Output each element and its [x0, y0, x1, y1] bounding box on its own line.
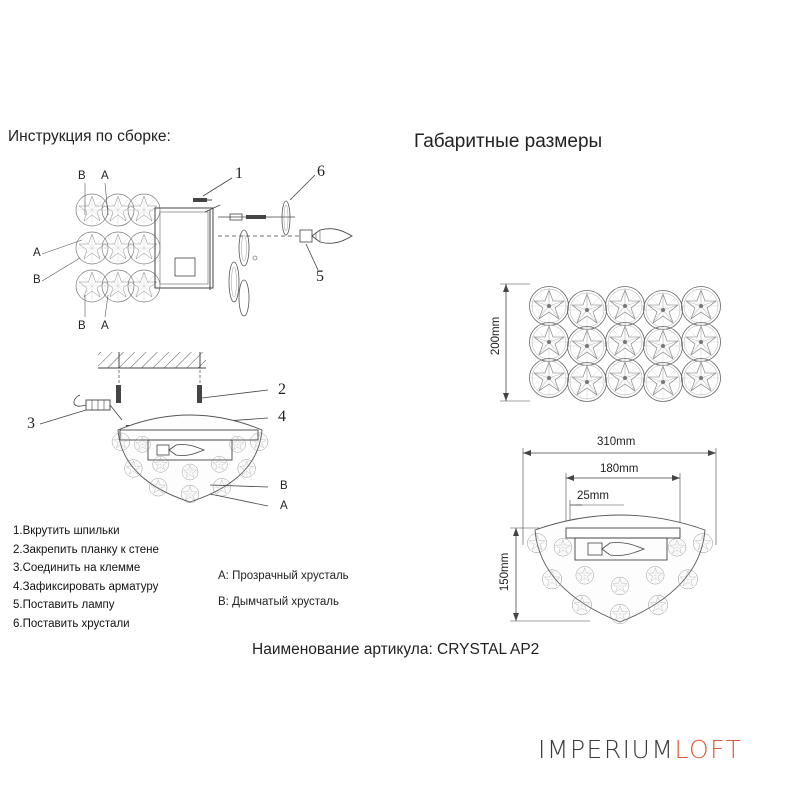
legend-key: A:: [218, 570, 229, 582]
dimension-height-front: 200mm: [490, 316, 503, 356]
crystal-ornament: [681, 322, 721, 362]
crystal-ornament: [611, 577, 629, 595]
side-view: [510, 448, 717, 624]
callout-6: 6: [317, 163, 325, 180]
crystal-ornament: [237, 459, 256, 478]
assembly-title: Инструкция по сборке:: [8, 128, 171, 145]
crystal-ornament: [678, 569, 698, 590]
assembly-steps: 1.Вкрутить шпильки 2.Закрепить планку к …: [13, 522, 159, 633]
brand-logo: IMPERIUMLOFT: [538, 735, 742, 764]
crystal-ornament: [553, 538, 572, 557]
brand-logo-part2: LOFT: [674, 735, 743, 764]
crystal-ornament: [212, 478, 231, 497]
crystal-ornament: [152, 456, 169, 473]
legend-item-a: A: Прозрачный хрусталь: [218, 570, 349, 582]
dimension-width-total: 310mm: [597, 436, 636, 448]
letter-a: A: [33, 247, 41, 259]
letter-b: B: [33, 274, 41, 286]
crystal-ornament: [668, 538, 687, 557]
crystal-ornament: [75, 231, 109, 265]
crystal-ornament: [648, 595, 668, 615]
crystal-ornament: [605, 358, 645, 398]
brand-logo-part1: IMPERIUM: [538, 735, 675, 764]
callout-1: 1: [235, 165, 243, 182]
dimension-height-side: 150mm: [499, 552, 512, 592]
crystal-ornament: [610, 604, 630, 624]
crystal-ornament: [211, 456, 228, 473]
crystal-ornament: [567, 362, 607, 402]
crystal-ornament: [643, 290, 683, 330]
crystal-ornament: [643, 326, 683, 366]
dimension-depth-bracket: 25mm: [577, 490, 609, 502]
step-item: 3.Соединить на клемме: [13, 562, 141, 574]
crystal-ornament: [75, 269, 109, 303]
front-view: [500, 283, 721, 402]
crystal-ornament: [572, 595, 592, 615]
legend-key: B:: [218, 596, 229, 608]
crystal-ornament: [529, 358, 569, 398]
mounting-view: [39, 352, 269, 507]
dimensions-title: Габаритные размеры: [414, 131, 603, 152]
letter-a: A: [101, 170, 109, 182]
legend-text: Дымчатый хрусталь: [232, 596, 339, 608]
crystal-ornament: [567, 326, 607, 366]
screw-part: [193, 198, 212, 202]
letter-b: B: [78, 170, 86, 182]
crystal-ornament: [101, 269, 135, 303]
crystal-ornament: [101, 231, 135, 265]
legend-item-b: B: Дымчатый хрусталь: [218, 596, 339, 608]
crystal-ornament: [124, 459, 143, 478]
letter-b: B: [280, 480, 288, 492]
crystal-ornament: [111, 432, 130, 451]
step-item: 2.Закрепить планку к стене: [13, 543, 159, 556]
crystal-cluster: [75, 193, 161, 303]
step-item: 4.Зафиксировать арматуру: [13, 580, 159, 593]
dimension-width-plate: 180mm: [600, 463, 639, 475]
crystal-ornament: [646, 566, 665, 585]
exploded-view: [41, 174, 353, 318]
crystal-ornament: [181, 463, 199, 481]
crystal-grid: [529, 286, 721, 402]
crystal-ornament: [567, 290, 607, 330]
crystal-ornament: [101, 193, 135, 227]
crystal-ornament: [75, 193, 109, 227]
step-item: 6.Поставить хрустали: [13, 617, 130, 630]
bulb-part: [299, 228, 353, 244]
crystal-ornament: [605, 286, 645, 326]
letter-a: A: [280, 500, 288, 512]
crystal-ornament: [681, 358, 721, 398]
crystal-ornament: [250, 432, 269, 451]
callout-2: 2: [278, 381, 286, 398]
step-item: 5.Поставить лампу: [13, 599, 115, 611]
crystal-ornament: [149, 478, 168, 497]
article-name: Наименование артикула: CRYSTAL AP2: [252, 641, 540, 658]
crystal-ornament: [229, 436, 246, 453]
callout-5: 5: [316, 268, 324, 285]
crystal-ornament: [681, 286, 721, 326]
step-item: 1.Вкрутить шпильки: [13, 525, 120, 537]
crystal-ornament: [134, 436, 151, 453]
crystal-ornament: [575, 566, 594, 585]
letter-b: B: [78, 320, 86, 332]
crystal-ornament: [643, 362, 683, 402]
crystal-ornament: [693, 533, 713, 553]
crystal-ornament: [181, 485, 199, 503]
letter-a: A: [101, 320, 109, 332]
legend-text: Прозрачный хрусталь: [232, 570, 349, 582]
crystal-ornament: [529, 322, 569, 362]
callout-3: 3: [27, 415, 35, 432]
crystal-ornament: [527, 533, 547, 553]
crystal-ornament: [529, 286, 569, 326]
callout-4: 4: [278, 408, 286, 425]
crystal-ornament: [605, 322, 645, 362]
crystal-ornament: [542, 569, 562, 590]
